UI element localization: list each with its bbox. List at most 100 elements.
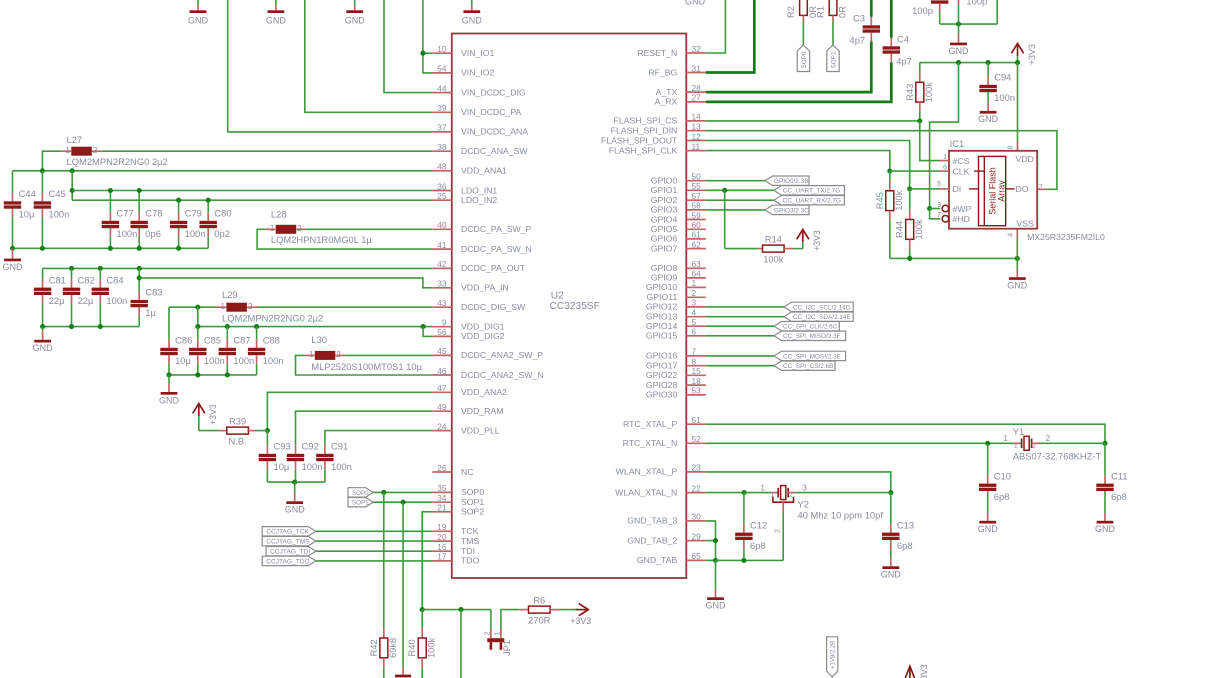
svg-text:6p8: 6p8 bbox=[897, 540, 913, 551]
svg-text:C91: C91 bbox=[331, 441, 348, 452]
svg-text:100n: 100n bbox=[233, 355, 254, 366]
svg-text:38: 38 bbox=[437, 142, 447, 152]
svg-text:GND_TAB_2: GND_TAB_2 bbox=[627, 535, 677, 545]
svg-text:RESET_N: RESET_N bbox=[637, 48, 677, 58]
svg-text:GND: GND bbox=[285, 505, 306, 515]
svg-text:270R: 270R bbox=[528, 616, 551, 626]
svg-text:DCDC_PA_OUT: DCDC_PA_OUT bbox=[461, 263, 526, 273]
svg-text:GND: GND bbox=[1007, 281, 1028, 291]
svg-text:R42: R42 bbox=[369, 639, 379, 656]
svg-text:GPIO14: GPIO14 bbox=[646, 321, 678, 331]
svg-text:50: 50 bbox=[692, 172, 702, 182]
svg-text:LQM2HPN1R0MG0L 1µ: LQM2HPN1R0MG0L 1µ bbox=[271, 234, 373, 245]
svg-text:3: 3 bbox=[802, 482, 807, 492]
svg-text:C94: C94 bbox=[994, 72, 1011, 83]
svg-text:L27: L27 bbox=[67, 134, 83, 145]
svg-text:1: 1 bbox=[492, 631, 501, 635]
svg-text:R44: R44 bbox=[895, 221, 905, 238]
svg-text:C87: C87 bbox=[233, 335, 250, 346]
svg-text:RTC_XTAL_P: RTC_XTAL_P bbox=[623, 419, 677, 429]
svg-text:TDO: TDO bbox=[461, 556, 480, 566]
svg-text:14: 14 bbox=[692, 112, 702, 122]
svg-text:DCDC_PA_SW_P: DCDC_PA_SW_P bbox=[461, 224, 532, 234]
svg-text:SOP0: SOP0 bbox=[352, 490, 369, 497]
svg-text:49: 49 bbox=[437, 402, 447, 412]
svg-text:100p: 100p bbox=[966, 0, 987, 7]
svg-text:+3V3: +3V3 bbox=[919, 664, 929, 678]
svg-text:22: 22 bbox=[692, 483, 702, 493]
svg-text:IC1: IC1 bbox=[950, 138, 965, 149]
svg-text:6p8: 6p8 bbox=[994, 491, 1010, 502]
svg-text:R40: R40 bbox=[407, 639, 417, 656]
svg-text:VDD_RAM: VDD_RAM bbox=[461, 406, 503, 416]
svg-text:SOP1: SOP1 bbox=[352, 500, 369, 507]
svg-text:U2: U2 bbox=[551, 291, 564, 302]
svg-text:39: 39 bbox=[437, 103, 447, 113]
svg-text:SOP0: SOP0 bbox=[801, 51, 808, 68]
svg-text:FLASH_SPI_CLK: FLASH_SPI_CLK bbox=[609, 145, 678, 155]
svg-text:+3V3: +3V3 bbox=[812, 230, 822, 251]
svg-text:VDD_DIG2: VDD_DIG2 bbox=[461, 331, 505, 341]
svg-text:DCDC_DIG_SW: DCDC_DIG_SW bbox=[461, 302, 526, 312]
svg-text:+1V8/2.2B: +1V8/2.2B bbox=[831, 641, 837, 669]
svg-text:56: 56 bbox=[437, 327, 447, 337]
svg-text:100n: 100n bbox=[302, 461, 323, 472]
svg-text:22µ: 22µ bbox=[78, 295, 94, 306]
svg-text:C12: C12 bbox=[750, 519, 767, 530]
svg-text:22µ: 22µ bbox=[49, 295, 65, 306]
svg-text:100k: 100k bbox=[763, 255, 784, 265]
svg-text:C4: C4 bbox=[897, 33, 909, 44]
svg-text:2: 2 bbox=[773, 529, 782, 533]
svg-text:VSS: VSS bbox=[1016, 219, 1034, 229]
svg-text:100n: 100n bbox=[263, 355, 284, 366]
svg-text:GPIO2: GPIO2 bbox=[651, 195, 678, 205]
svg-text:CC_UART_RX/2.7G: CC_UART_RX/2.7G bbox=[783, 198, 841, 205]
svg-text:VIN_DCDC_DIG: VIN_DCDC_DIG bbox=[461, 87, 526, 97]
svg-text:100k: 100k bbox=[914, 219, 924, 240]
svg-text:#WP: #WP bbox=[953, 204, 972, 214]
svg-text:SOP1: SOP1 bbox=[461, 497, 484, 507]
svg-text:#HD: #HD bbox=[953, 214, 970, 224]
svg-text:0R: 0R bbox=[808, 6, 818, 18]
svg-text:C81: C81 bbox=[49, 274, 66, 285]
svg-text:61: 61 bbox=[692, 230, 702, 240]
svg-text:VDD_PA_IN: VDD_PA_IN bbox=[461, 283, 509, 293]
svg-text:C78: C78 bbox=[145, 208, 162, 219]
svg-text:15: 15 bbox=[692, 366, 702, 376]
svg-text:Y2: Y2 bbox=[798, 499, 809, 510]
svg-text:4p7: 4p7 bbox=[896, 56, 912, 67]
svg-text:10µ: 10µ bbox=[274, 461, 290, 472]
svg-text:6: 6 bbox=[692, 327, 697, 337]
svg-text:2: 2 bbox=[692, 288, 697, 298]
svg-text:GPIO17: GPIO17 bbox=[646, 361, 678, 371]
svg-text:DCDC_ANA2_SW_N: DCDC_ANA2_SW_N bbox=[461, 370, 544, 380]
svg-text:C13: C13 bbox=[897, 519, 914, 530]
svg-text:40: 40 bbox=[437, 220, 447, 230]
svg-text:46: 46 bbox=[437, 366, 447, 376]
svg-text:VDD_DIG1: VDD_DIG1 bbox=[461, 322, 505, 332]
svg-text:31: 31 bbox=[692, 63, 702, 73]
svg-text:CCJTAG_TCK: CCJTAG_TCK bbox=[266, 529, 309, 536]
svg-text:18: 18 bbox=[692, 376, 702, 386]
svg-text:MLP2520S100MT0S1 10µ: MLP2520S100MT0S1 10µ bbox=[311, 361, 422, 372]
svg-text:VDD: VDD bbox=[1015, 154, 1033, 164]
svg-text:3: 3 bbox=[937, 200, 941, 209]
svg-text:FLASH_SPI_DIN: FLASH_SPI_DIN bbox=[611, 126, 678, 136]
svg-text:100k: 100k bbox=[426, 637, 436, 658]
svg-text:GND: GND bbox=[266, 15, 287, 25]
svg-text:R45: R45 bbox=[875, 192, 885, 209]
svg-text:C10: C10 bbox=[994, 470, 1011, 481]
svg-text:69k8: 69k8 bbox=[388, 638, 398, 658]
svg-text:GPIO3: GPIO3 bbox=[651, 205, 678, 215]
svg-text:100n: 100n bbox=[117, 228, 138, 239]
svg-text:GND: GND bbox=[3, 262, 24, 272]
svg-text:SOP2: SOP2 bbox=[461, 507, 484, 517]
svg-text:CC_I2C_SCL/2.14D: CC_I2C_SCL/2.14D bbox=[793, 304, 851, 311]
svg-text:GND: GND bbox=[188, 15, 209, 25]
svg-text:36: 36 bbox=[437, 181, 447, 191]
svg-text:GPIO10: GPIO10 bbox=[646, 282, 678, 292]
svg-text:100k: 100k bbox=[894, 190, 904, 211]
svg-text:26: 26 bbox=[437, 463, 447, 473]
svg-text:16: 16 bbox=[437, 542, 447, 552]
svg-text:55: 55 bbox=[692, 181, 702, 191]
